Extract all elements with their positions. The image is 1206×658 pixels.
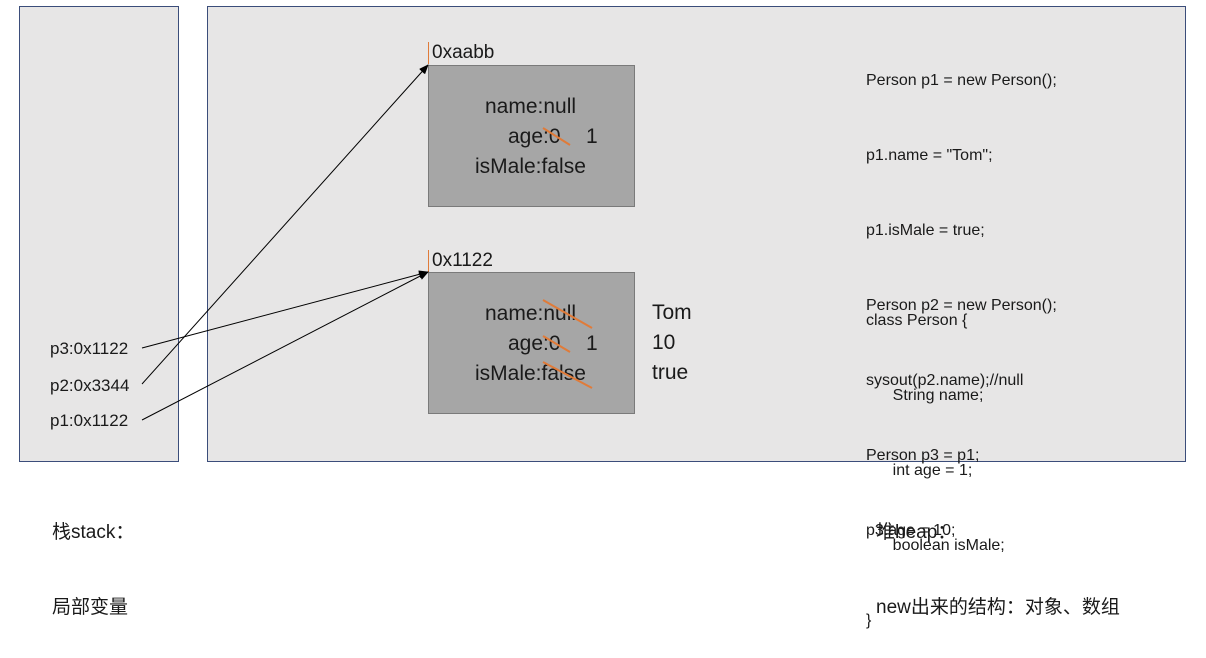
- object2-name-field: name:null: [485, 302, 577, 325]
- stack-var-p2: p2:0x3344: [50, 376, 130, 395]
- stack-caption-title: 栈stack：: [52, 522, 135, 543]
- object1-name-field: name:null: [485, 95, 577, 118]
- object1-address: 0xaabb: [428, 42, 494, 64]
- stack-caption: 栈stack： 局部变量: [52, 470, 134, 645]
- code-line: Person p3 = p1;: [866, 447, 980, 464]
- object1-age-field: age:0: [508, 125, 561, 148]
- class-line: String name;: [866, 387, 984, 404]
- code-line: p1.name = "Tom";: [866, 147, 993, 164]
- object2-ismale-field: isMale:false: [475, 362, 586, 385]
- code-line: p1.isMale = true;: [866, 222, 985, 239]
- heap-caption: 堆heap： new出来的结构：对象、数组: [876, 470, 1120, 645]
- object2-age-field: age:0: [508, 332, 561, 355]
- class-line: class Person {: [866, 312, 968, 329]
- object1-ismale-field: isMale:false: [475, 155, 586, 178]
- stack-var-p3: p3:0x1122: [50, 339, 129, 358]
- object2-box: name:null age:0 1 isMale:false: [428, 272, 635, 414]
- code-line: Person p2 = new Person();: [866, 297, 1057, 314]
- object2-age-updated: 10: [652, 331, 676, 354]
- heap-caption-subtitle: new出来的结构：对象、数组: [876, 597, 1120, 618]
- code-line: sysout(p2.name);//null: [866, 372, 1024, 389]
- object2-address: 0x1122: [428, 250, 493, 272]
- class-line: int age = 1;: [866, 462, 973, 479]
- object2-ismale-updated: true: [652, 361, 689, 384]
- object2-name-updated: Tom: [652, 301, 692, 324]
- stack-var-p1: p1:0x1122: [50, 411, 129, 430]
- object2-age-new: 1: [586, 332, 598, 355]
- heap-caption-title: 堆heap：: [876, 522, 957, 543]
- object1-age-new: 1: [586, 125, 598, 148]
- object1-box: name:null age:0 1 isMale:false: [428, 65, 635, 207]
- code-line: Person p1 = new Person();: [866, 72, 1057, 89]
- stack-caption-subtitle: 局部变量: [52, 597, 129, 618]
